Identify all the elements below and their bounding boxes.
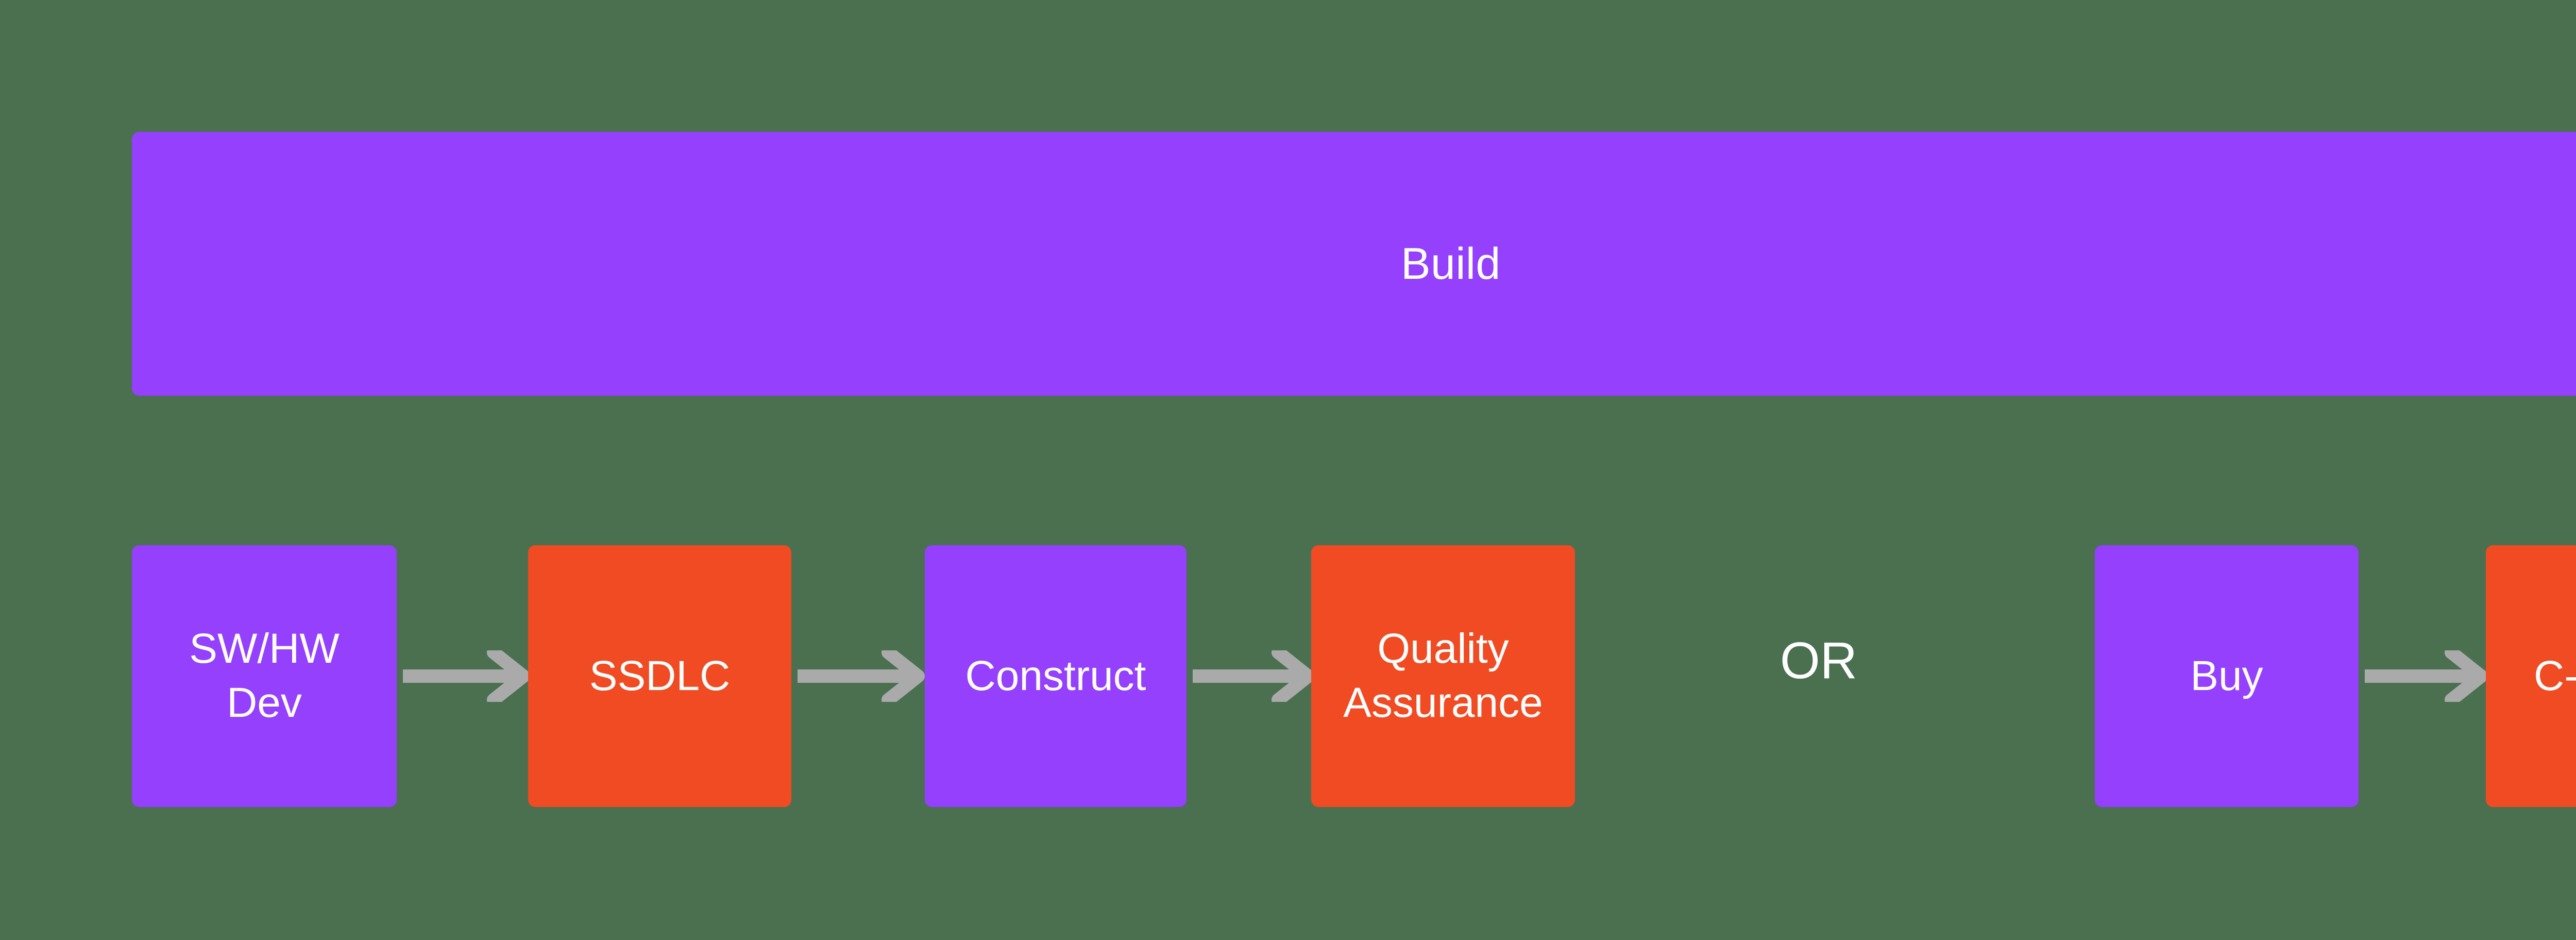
node-sw-hw-dev-label-line2: Dev	[227, 679, 302, 726]
node-quality-assurance[interactable]: Quality Assurance	[1311, 545, 1575, 807]
node-construct[interactable]: Construct	[925, 545, 1187, 807]
node-buy[interactable]: Buy	[2095, 545, 2359, 807]
node-c-scrm-label: C-SCRM	[2534, 652, 2576, 699]
node-ssdlc[interactable]: SSDLC	[528, 545, 791, 807]
arrow-ssdlc-to-construct-icon	[798, 650, 925, 702]
node-sw-hw-dev[interactable]: SW/HW Dev	[132, 545, 397, 807]
node-construct-label: Construct	[965, 652, 1146, 699]
node-buy-label: Buy	[2190, 652, 2263, 699]
node-sw-hw-dev-label-line1: SW/HW	[189, 625, 340, 673]
arrow-construct-to-qa-icon	[1193, 650, 1315, 702]
arrow-swhw-to-ssdlc-icon	[403, 650, 531, 702]
arrow-buy-to-cscrm-icon	[2365, 650, 2488, 702]
node-c-scrm[interactable]: C-SCRM	[2486, 545, 2576, 807]
node-quality-assurance-label-line2: Assurance	[1343, 679, 1543, 726]
build-banner[interactable]: Build	[132, 132, 2576, 396]
build-banner-label: Build	[1401, 239, 1501, 289]
node-quality-assurance-label-line1: Quality	[1377, 625, 1509, 673]
or-separator-label: OR	[1780, 632, 1857, 690]
node-ssdlc-label: SSDLC	[589, 652, 731, 699]
